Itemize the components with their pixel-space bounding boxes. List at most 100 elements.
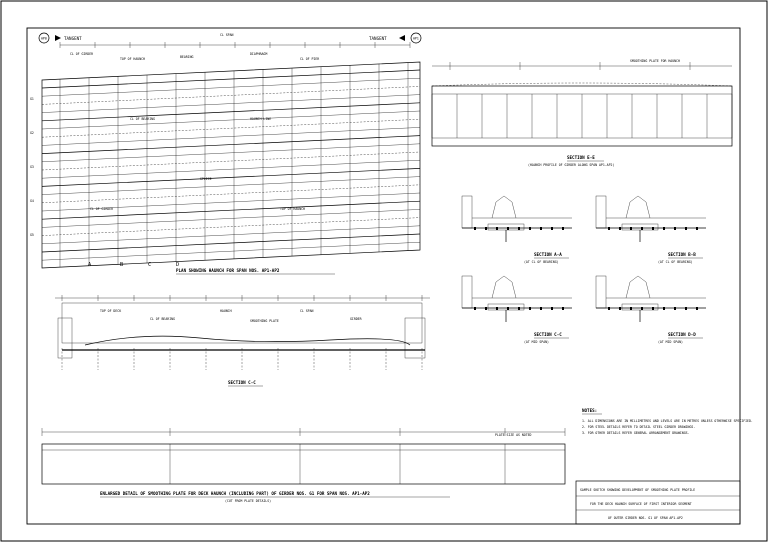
girder-line <box>41 184 421 203</box>
plan-callout-text: SPLICE <box>200 177 212 181</box>
section-rebar-dot <box>485 307 487 310</box>
cl-span-label: CL SPAN <box>220 33 234 37</box>
small-section-title: SECTION B-B <box>668 252 696 257</box>
plan-callout-text: CL OF PIER <box>300 57 319 61</box>
section-rebar-dot <box>562 307 564 310</box>
detail-subtitle: (CUT FROM PLATE DETAILS) <box>225 499 271 503</box>
section-rebar-dot <box>619 307 621 310</box>
section-rebar-dot <box>652 227 654 230</box>
section-rebar-dot <box>496 307 498 310</box>
section-barrier <box>595 195 607 229</box>
girder-line <box>41 209 421 228</box>
girder-line <box>41 233 421 253</box>
detail-divisions <box>41 428 566 484</box>
small-section-note: (AT MID SPAN) <box>524 340 549 344</box>
plan-view: A B C D PLAN SHOWING HAUNCH FOR SPAN NOS… <box>30 42 421 275</box>
girder-line <box>41 135 421 154</box>
enlarged-detail: PLATE SIZE AS NOTED ENLARGED DETAIL OF S… <box>41 428 566 503</box>
section-rebar-dot <box>630 227 632 230</box>
girder-line <box>41 94 421 113</box>
section-rebar-dot <box>641 307 643 310</box>
ap1-bubble <box>410 32 422 44</box>
plan-callout-text: TOP OF HAUNCH <box>280 207 305 211</box>
section-ee-callout: SMOOTHING PLATE FOR HAUNCH <box>630 59 680 63</box>
girder-line <box>41 200 421 220</box>
section-cc-deck <box>61 302 423 344</box>
section-rebar-dot <box>674 307 676 310</box>
section-rebar-dot <box>696 307 698 310</box>
section-rebar-dot <box>641 227 643 230</box>
detail-callout: PLATE SIZE AS NOTED <box>495 433 532 437</box>
section-cc-label: TOP OF DECK <box>100 309 121 313</box>
section-cc-label: HAUNCH <box>220 309 232 313</box>
section-rebar-dot <box>540 227 542 230</box>
section-cc-haunch <box>84 335 411 346</box>
girder-line <box>41 160 421 179</box>
section-rebar-dot <box>696 227 698 230</box>
section-ee-subtitle: (HAUNCH PROFILE OF GIRDER ALONG SPAN AP1… <box>528 163 614 167</box>
small-section-title: SECTION D-D <box>668 332 696 337</box>
small-section-note: (AT MID SPAN) <box>658 340 683 344</box>
small-section: SECTION B-B(AT CL OF BEARING) <box>595 195 706 264</box>
small-section-title: SECTION C-C <box>534 332 562 337</box>
plan-callout-text: TOP OF HAUNCH <box>120 57 145 61</box>
small-sections: SECTION A-A(AT CL OF BEARING) SECTION B-B… <box>461 195 706 344</box>
small-section: SECTION A-A(AT CL OF BEARING) <box>461 195 572 264</box>
section-haunch-profile <box>625 275 651 299</box>
section-rebar-dot <box>685 307 687 310</box>
section-barrier <box>461 195 473 229</box>
section-mark-d: D <box>176 262 179 268</box>
section-rebar-dot <box>608 307 610 310</box>
section-cc-labels: TOP OF DECK CL OF BEARING HAUNCH SMOOTHING … <box>100 309 362 323</box>
tangent-right-label: TANGENT <box>369 36 387 41</box>
section-cc-ticks <box>61 295 423 370</box>
tangent-right-arrow-icon <box>399 35 405 41</box>
girder-line <box>41 176 421 195</box>
section-mark-a: A <box>88 262 92 268</box>
plan-callout-text: HAUNCH LINE <box>250 117 271 121</box>
section-rebar-dot <box>685 227 687 230</box>
title-block-line1: SAMPLE SKETCH SHOWING DEVELOPMENT OF SMO… <box>580 488 695 492</box>
section-rebar-dot <box>507 227 509 230</box>
section-rebar-dot <box>518 307 520 310</box>
section-rebar-dot <box>674 227 676 230</box>
section-cc-label: CL OF BEARING <box>150 317 175 321</box>
section-ee: SMOOTHING PLATE FOR HAUNCH SECTION E-E (… <box>431 59 733 167</box>
plan-callout-text: CL OF GIRDER <box>70 52 93 56</box>
girder-line <box>41 102 421 122</box>
section-rebar-dot <box>562 227 564 230</box>
girder-line <box>41 225 421 244</box>
notes-heading: NOTES: <box>582 408 597 413</box>
detail-plate <box>41 443 566 485</box>
section-rebar-dot <box>485 227 487 230</box>
section-cc-right-abutment <box>404 317 426 359</box>
section-rebar-dot <box>551 307 553 310</box>
girder-line <box>41 151 421 171</box>
notes: NOTES: 1. ALL DIMENSIONS ARE IN MILLIMET… <box>582 408 753 435</box>
section-cc-left-abutment <box>57 317 73 359</box>
section-barrier <box>461 275 473 309</box>
drawing-frame <box>26 27 741 525</box>
section-cc-main: TOP OF DECK CL OF BEARING HAUNCH SMOOTHING … <box>55 295 430 387</box>
title-block-line2: FOR THE DECK HAUNCH SURFACE OF FIRST INT… <box>590 502 692 506</box>
plan-callout-text: BEARING <box>180 55 194 59</box>
section-mark-c: C <box>148 262 151 268</box>
section-haunch-profile <box>491 275 517 299</box>
girder-line <box>41 168 421 187</box>
plan-callout-text: CL OF GIRDER <box>90 207 113 211</box>
section-rebar-dot <box>540 307 542 310</box>
girder-line <box>41 78 421 97</box>
ap1-label: AP1 <box>413 37 419 41</box>
girder-tag: G2 <box>30 131 34 135</box>
title-block: SAMPLE SKETCH SHOWING DEVELOPMENT OF SMO… <box>575 480 741 525</box>
section-rebar-dot <box>529 307 531 310</box>
plan-dimension-ticks <box>59 42 411 48</box>
section-cc-label: SMOOTHING PLATE <box>250 319 279 323</box>
plan-title: PLAN SHOWING HAUNCH FOR SPAN NOS. AP1-AP… <box>176 268 280 273</box>
section-rebar-dot <box>630 307 632 310</box>
plan-section-marks: A B C D <box>88 262 179 268</box>
section-rebar-dot <box>608 227 610 230</box>
section-rebar-dot <box>474 307 476 310</box>
section-cc-label: CL SPAN <box>300 309 314 313</box>
